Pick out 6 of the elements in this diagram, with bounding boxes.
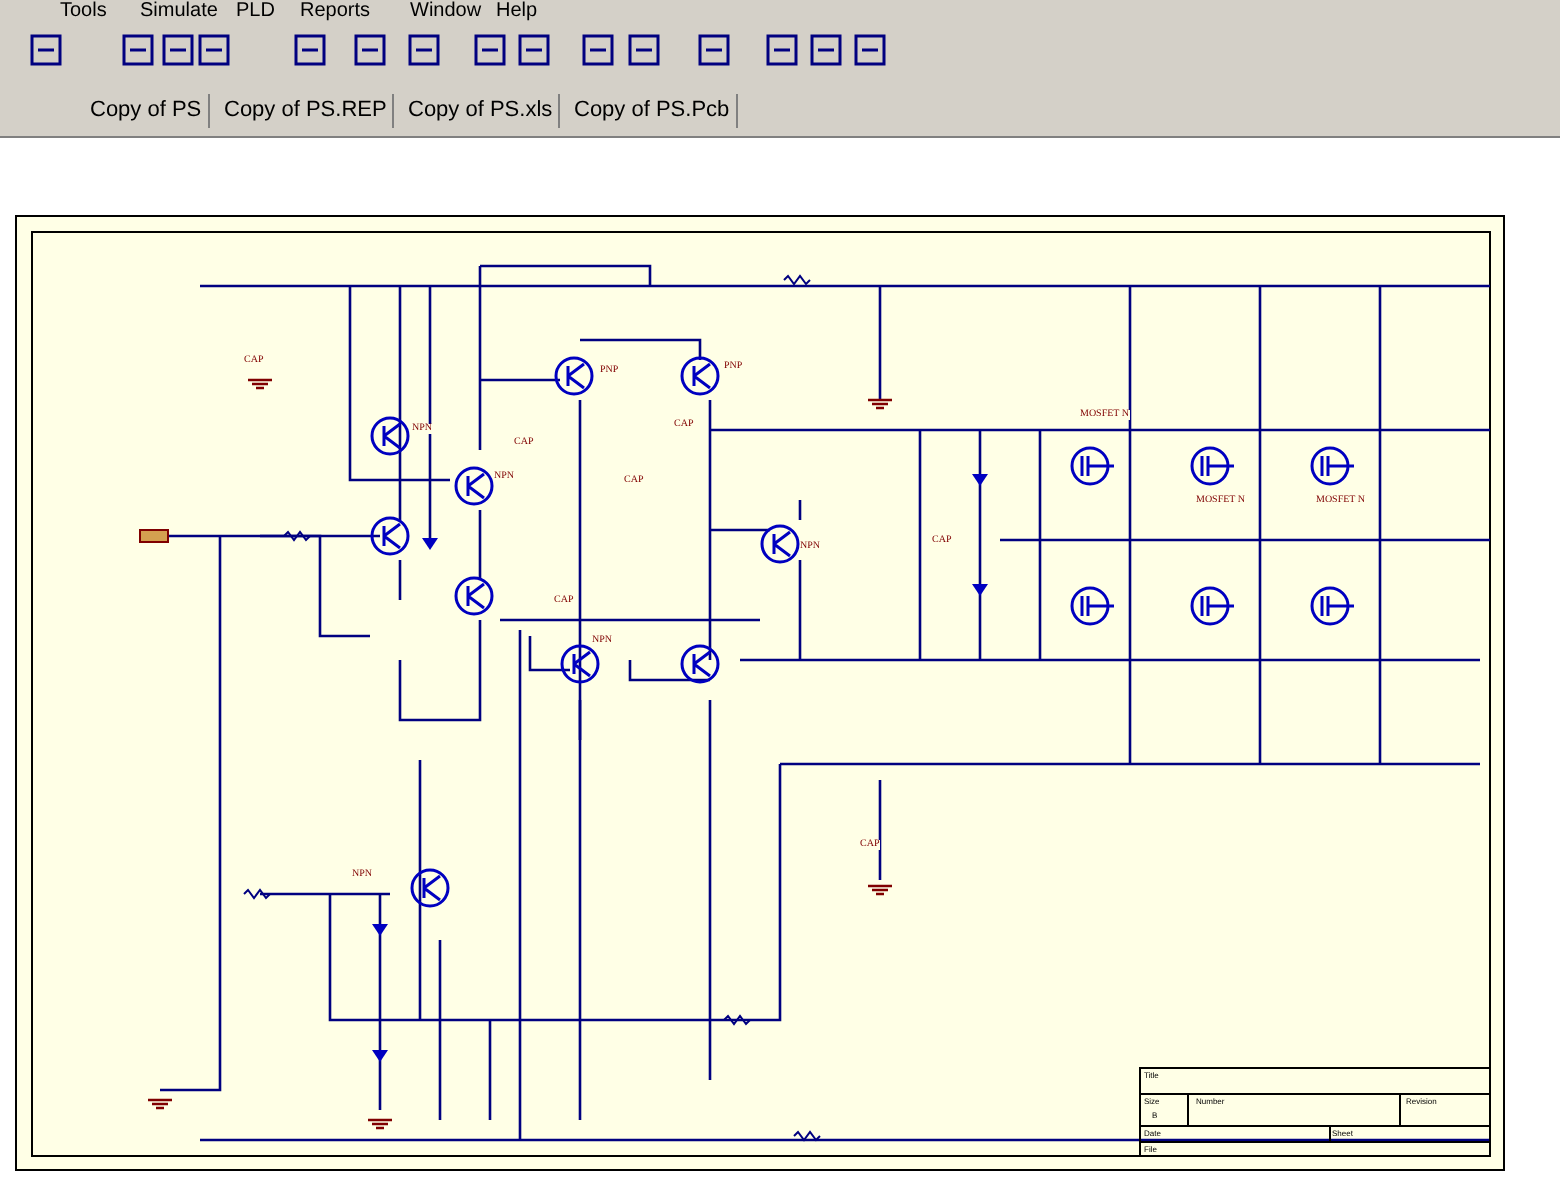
menu-item: Window	[410, 0, 482, 22]
menu-item: Simulate	[140, 0, 218, 22]
menu-item: Tools	[60, 0, 107, 22]
menu-item: Help	[496, 0, 538, 22]
menu-item: Reports	[300, 0, 371, 22]
menu-item: PLD	[236, 0, 275, 22]
